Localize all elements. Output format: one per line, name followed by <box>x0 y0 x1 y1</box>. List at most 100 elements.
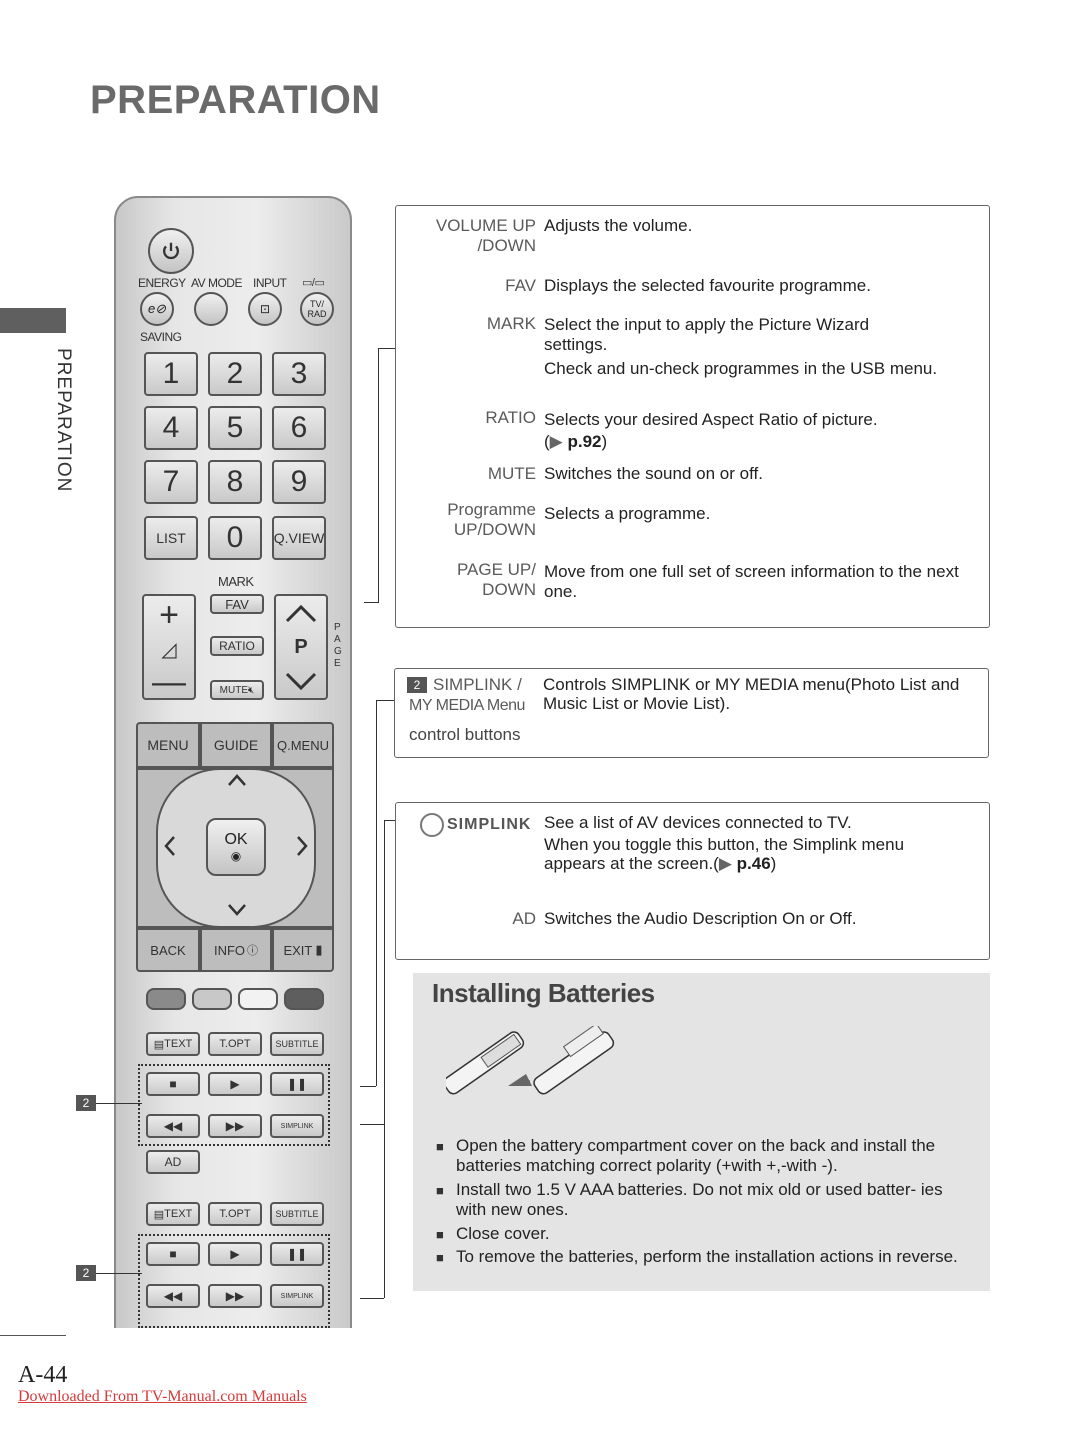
page-title: PREPARATION <box>90 78 381 122</box>
key-mark: MARK <box>486 314 536 333</box>
bottom-rule <box>0 1335 66 1336</box>
download-link[interactable]: Downloaded From TV-Manual.com Manuals <box>18 1388 307 1405</box>
nav-up-icon <box>228 774 246 786</box>
list-button: LIST <box>144 516 198 560</box>
desc-ratio: Selects your desired Aspect Ratio of pic… <box>544 410 878 429</box>
tv-rad-label: TV/ RAD <box>307 299 327 319</box>
chevron-up-icon <box>285 604 317 622</box>
ratio-button: RATIO <box>210 636 264 656</box>
tv-rad-button: TV/ RAD <box>300 292 334 326</box>
bullet-icon-2: ■ <box>436 1183 444 1198</box>
desc-mute: Switches the sound on or off. <box>544 464 763 483</box>
stop-button: ■ <box>146 1072 200 1096</box>
ref-arrow-icon: ▶ <box>549 432 563 451</box>
desc-fav: Displays the selected favourite programm… <box>544 276 871 295</box>
connector-box2-v <box>376 700 377 1086</box>
number-3-button: 3 <box>272 352 326 396</box>
saving-label: SAVING <box>140 330 182 344</box>
programme-rocker: P <box>274 594 328 700</box>
media-controls-dotted-frame <box>138 1064 330 1146</box>
volume-rocker: + ◿ — <box>142 594 196 700</box>
mute-button: MUTE🔇︎ <box>210 680 264 700</box>
energy-saving-button: e⊘ <box>140 292 174 326</box>
simplink-mymedia-box: 2 SIMPLINK / MY MEDIA Menu control button… <box>394 668 989 758</box>
mark-label: MARK <box>218 574 254 589</box>
detail-stop-icon: ■ <box>169 1247 177 1261</box>
fast-forward-icon: ▶▶ <box>225 1119 245 1133</box>
detail-fast-forward-icon: ▶▶ <box>225 1289 245 1303</box>
page-vertical-label: P A G E <box>334 622 342 669</box>
button-description-box: VOLUME UP/DOWN Adjusts the volume. FAV D… <box>395 205 990 628</box>
rewind-icon: ◀◀ <box>163 1119 183 1133</box>
color-key-blue <box>284 988 324 1010</box>
simplink-mymedia-key: 2 SIMPLINK / <box>407 675 522 695</box>
guide-button: GUIDE <box>200 722 272 768</box>
connector-box2-top <box>376 700 396 701</box>
stop-icon: ■ <box>169 1077 177 1091</box>
detail-pause-button: ❚❚ <box>270 1242 324 1266</box>
exit-button: EXIT▮ <box>272 928 334 972</box>
ok-dot-icon: ◉ <box>230 849 242 863</box>
nav-down-icon <box>228 904 246 916</box>
desc-mark-2: Check and un-check programmes in the USB… <box>544 359 938 378</box>
simplink-key-label: SIMPLINK / <box>433 675 522 694</box>
detail-dotted-frame <box>138 1234 330 1328</box>
detail-simplink-button: SIMPLINK <box>270 1284 324 1308</box>
detail-subtitle-button: SUBTITLE <box>270 1202 324 1226</box>
tv-rad-icon: ▭/▭ <box>302 277 325 289</box>
battery-step-3: Close cover. <box>456 1224 550 1243</box>
detail-text-icon: ▤ <box>153 1208 165 1221</box>
info-label: INFO <box>213 942 246 958</box>
connector-box3-top <box>384 820 398 821</box>
nav-left-icon <box>164 836 175 856</box>
ok-label: OK <box>224 831 248 848</box>
desc-volume: Adjusts the volume. <box>544 216 693 235</box>
desc-programme: Selects a programme. <box>544 504 711 523</box>
remote-control-detail: ▤TEXT T.OPT SUBTITLE ■ ▶ ❚❚ ◀◀ ▶▶ SIMPLI… <box>114 1190 352 1328</box>
color-key-green <box>192 988 232 1010</box>
control-buttons-label: control buttons <box>409 725 521 744</box>
fast-forward-button: ▶▶ <box>208 1114 262 1138</box>
bullet-icon-3: ■ <box>436 1227 444 1242</box>
marker-2-box: 2 <box>407 677 427 693</box>
battery-step-4: To remove the batteries, perform the ins… <box>456 1247 958 1266</box>
text-label: TEXT <box>164 1038 193 1050</box>
battery-step-1: Open the battery compartment cover on th… <box>456 1136 936 1175</box>
menu-button: MENU <box>136 722 200 768</box>
text-button: ▤TEXT <box>146 1032 200 1056</box>
key-volume: VOLUME UP/DOWN <box>435 216 536 255</box>
connector-stub-1 <box>360 1086 376 1087</box>
connector-stub-3 <box>360 1298 384 1299</box>
volume-icon: ◿ <box>161 639 177 662</box>
connector-stub-2 <box>360 1124 384 1125</box>
connector-box1-stem <box>364 602 379 603</box>
chevron-down-icon <box>285 672 317 690</box>
play-icon: ▶ <box>230 1077 240 1091</box>
detail-pause-icon: ❚❚ <box>286 1247 308 1261</box>
power-icon <box>163 242 179 260</box>
battery-step-2: Install two 1.5 V AAA batteries. Do not … <box>456 1180 943 1219</box>
simplink-logo-icon <box>420 813 444 837</box>
marker-2-lower: 2 <box>76 1265 96 1281</box>
number-0-button: 0 <box>208 516 262 560</box>
number-8-button: 8 <box>208 460 262 504</box>
detail-play-button: ▶ <box>208 1242 262 1266</box>
play-button: ▶ <box>208 1072 262 1096</box>
detail-stop-button: ■ <box>146 1242 200 1266</box>
simplink-button: SIMPLINK <box>270 1114 324 1138</box>
detail-rewind-icon: ◀◀ <box>163 1289 183 1303</box>
desc-mark: Select the input to apply the Picture Wi… <box>544 315 870 354</box>
number-2-button: 2 <box>208 352 262 396</box>
mute-icon: 🔇︎ <box>248 684 255 696</box>
mymedia-key-label: MY MEDIA Menu <box>409 697 525 714</box>
energy-label: ENERGY <box>138 276 186 290</box>
color-key-yellow <box>238 988 278 1010</box>
text-icon: ▤ <box>153 1038 165 1051</box>
plus-icon: + <box>159 595 179 634</box>
back-label: BACK <box>150 942 186 958</box>
minus-icon: — <box>152 663 186 702</box>
detail-topt-button: T.OPT <box>208 1202 262 1226</box>
page-number: A-44 <box>18 1362 68 1388</box>
simplink-toggle-text: When you toggle this button, the Simplin… <box>544 835 905 873</box>
